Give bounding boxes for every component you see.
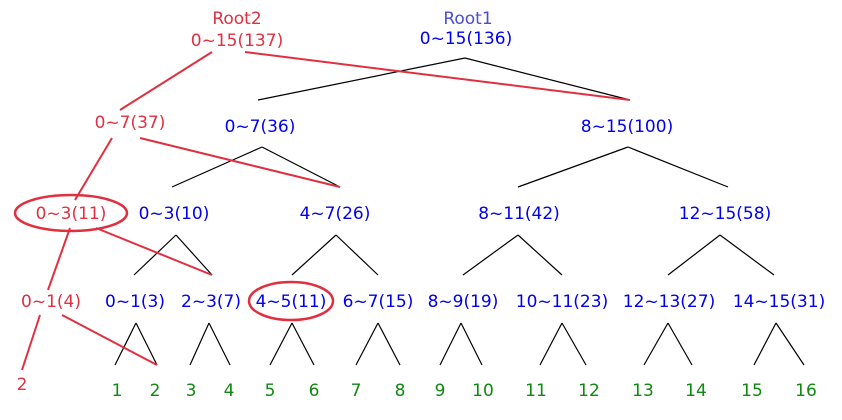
leaf-label: 2 — [150, 381, 161, 401]
leaf-label: 12 — [578, 381, 600, 401]
leaf-label: 8 — [395, 381, 406, 401]
highlight-ellipse-4-5 — [247, 280, 335, 322]
leaf-label: 7 — [351, 381, 362, 401]
leaf-label: 3 — [186, 381, 197, 401]
leaf-label: 16 — [795, 381, 817, 401]
node-6-7: 6~7(15) — [343, 292, 414, 312]
node-4-7: 4~7(26) — [300, 204, 371, 224]
highlight-ellipse-0-3 — [13, 193, 129, 233]
leaf-label: 13 — [632, 381, 654, 401]
node-12-15: 12~15(58) — [679, 204, 771, 224]
leaf-label: 5 — [265, 381, 276, 401]
leaf-label: 1 — [112, 381, 123, 401]
red-node-0-7: 0~7(37) — [95, 113, 166, 133]
node-2-3: 2~3(7) — [181, 292, 241, 312]
root2-title: Root2 — [212, 9, 261, 29]
leaf-label: 6 — [309, 381, 320, 401]
red-leaf: 2 — [17, 375, 28, 395]
root2-range: 0~15(137) — [191, 31, 283, 51]
root1-edges — [114, 57, 805, 366]
leaf-label: 14 — [685, 381, 707, 401]
node-8-9: 8~9(19) — [428, 292, 499, 312]
leaf-label: 15 — [741, 381, 763, 401]
red-node-0-3: 0~3(11) — [36, 204, 107, 224]
leaf-label: 9 — [435, 381, 446, 401]
root1-title: Root1 — [443, 9, 492, 29]
leaf-label: 10 — [472, 381, 494, 401]
node-0-1: 0~1(3) — [105, 292, 165, 312]
node-4-5: 4~5(11) — [256, 292, 327, 312]
node-8-11: 8~11(42) — [478, 204, 560, 224]
node-12-13: 12~13(27) — [623, 292, 715, 312]
node-8-15: 8~15(100) — [581, 117, 673, 137]
node-0-7: 0~7(36) — [225, 117, 296, 137]
node-0-3: 0~3(10) — [139, 204, 210, 224]
leaf-labels: 1 2 3 4 5 6 7 8 9 10 11 12 13 14 15 16 — [112, 381, 817, 401]
leaf-label: 4 — [224, 381, 235, 401]
red-node-0-1: 0~1(4) — [21, 292, 81, 312]
leaf-label: 11 — [525, 381, 547, 401]
node-14-15: 14~15(31) — [733, 292, 825, 312]
root2-edges — [21, 51, 631, 371]
root1-range: 0~15(136) — [420, 29, 512, 49]
node-10-11: 10~11(23) — [516, 292, 608, 312]
